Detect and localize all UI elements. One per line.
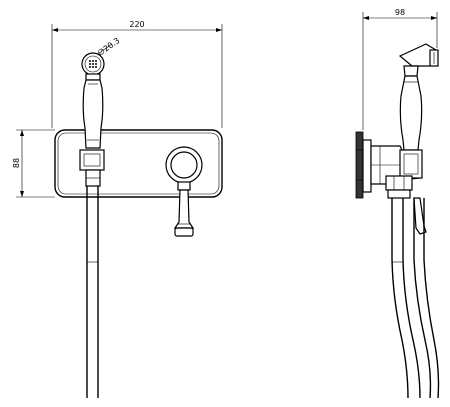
mixer-lever-side [413, 197, 427, 235]
spray-head-side [398, 43, 439, 77]
mixer-knob [165, 146, 203, 184]
side-view: 98 [355, 8, 440, 399]
dimension-88-label: 88 [12, 158, 21, 168]
hose-holder [79, 149, 105, 187]
dimension-width-front: 220 [51, 20, 223, 128]
handset-handle-side [399, 75, 423, 151]
hose-front [86, 186, 99, 398]
dimension-height-front: 88 [12, 129, 55, 198]
mixer-lever [173, 181, 195, 237]
spray-head [81, 52, 105, 81]
dimension-98-label: 98 [395, 8, 405, 17]
front-view: 220 88 ∅20.3 [12, 20, 223, 398]
dimension-depth-side: 98 [362, 8, 438, 130]
hose-side [391, 198, 440, 399]
hose-holder-side [385, 149, 423, 199]
handset-handle [82, 79, 104, 149]
dimension-220-label: 220 [129, 20, 144, 29]
wall-plate [54, 129, 223, 198]
wall-flange [355, 131, 372, 199]
dimension-diameter-label: ∅20.3 [96, 36, 121, 58]
